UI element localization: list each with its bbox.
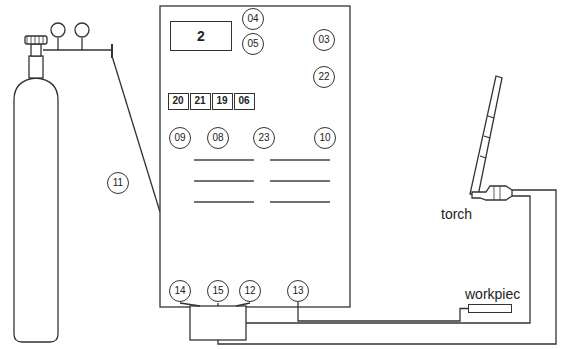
display-window: 2 [170, 21, 232, 51]
callout-number: 19 [216, 96, 227, 106]
callout-number: 15 [212, 286, 223, 296]
callout-number: 05 [247, 39, 258, 49]
callout-circle: 12 [239, 280, 261, 302]
callout-circle: 09 [169, 127, 191, 149]
callout-circle: 10 [314, 127, 336, 149]
workpiece-plate [468, 304, 512, 313]
callout-number: 08 [212, 133, 223, 143]
callout-number: 09 [174, 133, 185, 143]
callout-circle: 05 [242, 33, 264, 55]
callout-number: 21 [194, 96, 205, 106]
display-number: 2 [197, 29, 205, 43]
callout-circle: 23 [253, 127, 275, 149]
callout-number: 06 [238, 96, 249, 106]
button-box: 20 [168, 93, 189, 110]
callout-circle: 22 [313, 66, 335, 88]
callout-circle: 03 [313, 29, 335, 51]
part-label: torch [440, 206, 473, 222]
cable-line [298, 302, 468, 321]
callout-number: 12 [244, 286, 255, 296]
button-box: 06 [234, 93, 255, 110]
callout-number: 23 [258, 133, 269, 143]
callout-number: 14 [174, 286, 185, 296]
callout-circle: 04 [242, 8, 264, 30]
callout-number: 04 [247, 14, 258, 24]
callout-circle: 13 [287, 280, 309, 302]
cable-connector [298, 302, 468, 321]
callout-number: 11 [113, 178, 123, 188]
callout-number: 20 [172, 96, 183, 106]
callout-circle: 11 [107, 172, 129, 194]
callout-number: 03 [318, 35, 329, 45]
callout-number: 13 [292, 286, 303, 296]
callout-circle: 14 [169, 280, 191, 302]
button-box: 19 [212, 93, 233, 110]
callout-number: 10 [319, 133, 330, 143]
callout-circle: 08 [207, 127, 229, 149]
workpiece: workpiec [464, 287, 521, 313]
workpiece-label: workpiec [464, 287, 521, 301]
callout-circle: 15 [207, 280, 229, 302]
callout-number: 22 [318, 72, 329, 82]
button-box: 21 [190, 93, 211, 110]
